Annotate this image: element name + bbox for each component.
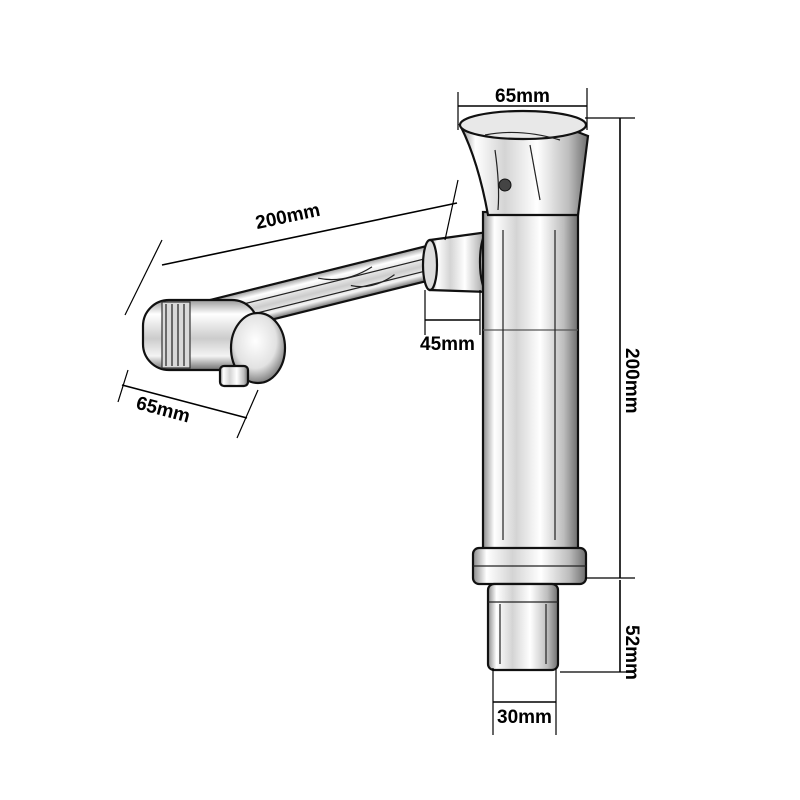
faucet-shank xyxy=(486,582,560,672)
faucet-handle xyxy=(458,109,590,217)
label-shank-width: 30mm xyxy=(497,707,552,728)
label-shank-height: 52mm xyxy=(621,625,642,680)
label-body-height: 200mm xyxy=(621,348,642,414)
spout-head xyxy=(141,298,287,388)
label-spout-joint: 45mm xyxy=(420,334,475,355)
label-spout-end-width: 65mm xyxy=(134,393,192,427)
dimension-lines xyxy=(117,88,635,735)
faucet-illustration xyxy=(141,109,590,672)
faucet-body xyxy=(471,210,588,586)
label-spout-length: 200mm xyxy=(254,200,322,234)
label-top-width: 65mm xyxy=(495,86,550,107)
